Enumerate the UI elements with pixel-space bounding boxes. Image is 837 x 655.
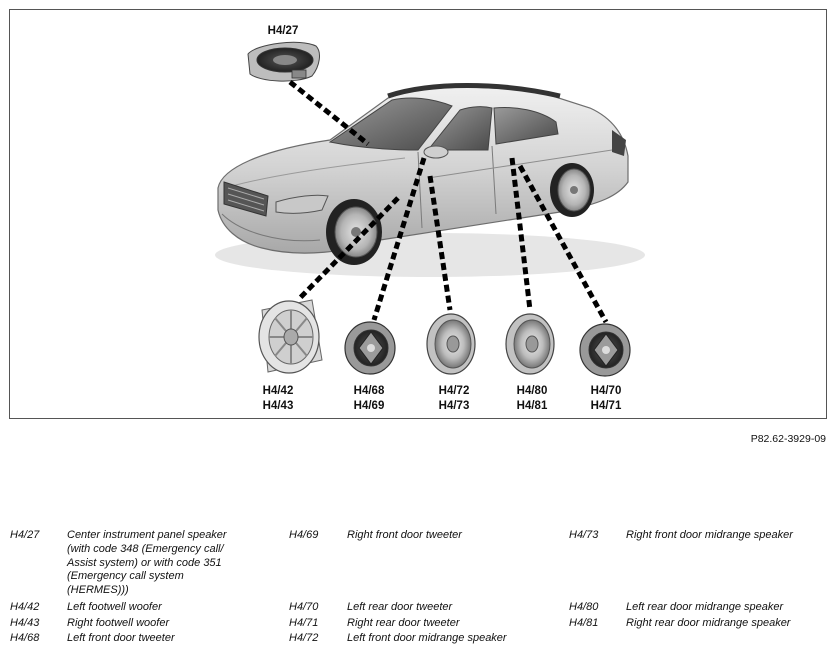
legend-code: H4/72 [289, 632, 319, 644]
legend-code: H4/71 [289, 617, 319, 629]
legend-code: H4/68 [10, 632, 40, 644]
callout-rear-tweeter: H4/70 H4/71 [576, 384, 636, 414]
callout-line: H4/80 [516, 385, 548, 397]
callout-line: H4/42 [262, 385, 294, 397]
callout-line: H4/73 [438, 400, 470, 412]
center-panel-speaker-icon [247, 41, 320, 82]
legend-code: H4/70 [289, 601, 319, 613]
legend-desc: Right front door midrange speaker [626, 529, 793, 541]
callout-h4-27: H4/27 [267, 25, 299, 37]
legend-desc: Right rear door midrange speaker [626, 617, 791, 629]
callout-line: H4/72 [438, 385, 470, 397]
rear-door-midrange-icon [505, 313, 555, 375]
legend-desc: Right footwell woofer [67, 617, 170, 629]
car-illustration [215, 83, 645, 277]
diagram-frame [9, 9, 827, 419]
legend-code: H4/80 [569, 601, 599, 613]
callout-front-tweeter: H4/68 H4/69 [339, 384, 399, 414]
callout-front-midrange: H4/72 H4/73 [424, 384, 484, 414]
legend-desc: Left front door midrange speaker [347, 632, 507, 644]
legend-desc: Right rear door tweeter [347, 617, 460, 629]
legend-code: H4/42 [10, 601, 40, 613]
callout-woofer: H4/42 H4/43 [248, 384, 308, 414]
front-door-tweeter-icon [344, 321, 396, 375]
legend-code: H4/27 [10, 529, 40, 541]
rear-door-tweeter-icon [579, 323, 631, 377]
legend-desc-line: Assist system) or with code 351 [67, 556, 222, 569]
legend-desc-line: Center instrument panel speaker [67, 529, 227, 541]
legend-desc-line: (HERMES))) [67, 584, 129, 597]
legend-desc: Left rear door midrange speaker [626, 601, 784, 613]
callout-line: H4/81 [516, 400, 548, 412]
legend-desc: Center instrument panel speaker (with co… [67, 529, 227, 598]
callout-line: H4/69 [353, 400, 385, 412]
legend-desc: Left front door tweeter [67, 632, 175, 644]
legend-desc: Left footwell woofer [67, 601, 162, 613]
legend-desc: Right front door tweeter [347, 529, 462, 541]
callout-rear-midrange: H4/80 H4/81 [502, 384, 562, 414]
callout-line: H4/68 [353, 385, 385, 397]
callout-line: H4/70 [590, 385, 622, 397]
footwell-woofer-icon [258, 299, 323, 374]
legend-desc-line: (with code 348 (Emergency call/ [67, 542, 224, 555]
front-door-midrange-icon [426, 313, 476, 375]
figure-reference: P82.62-3929-09 [750, 433, 826, 445]
legend-code: H4/69 [289, 529, 319, 541]
legend-desc-line: (Emergency call system [67, 570, 184, 583]
callout-line: H4/71 [590, 400, 622, 412]
legend-code: H4/43 [10, 617, 40, 629]
leader-lines [288, 80, 609, 324]
callout-line: H4/43 [262, 400, 294, 412]
legend-desc: Left rear door tweeter [347, 601, 453, 613]
legend-code: H4/81 [569, 617, 599, 629]
legend-code: H4/73 [569, 529, 599, 541]
